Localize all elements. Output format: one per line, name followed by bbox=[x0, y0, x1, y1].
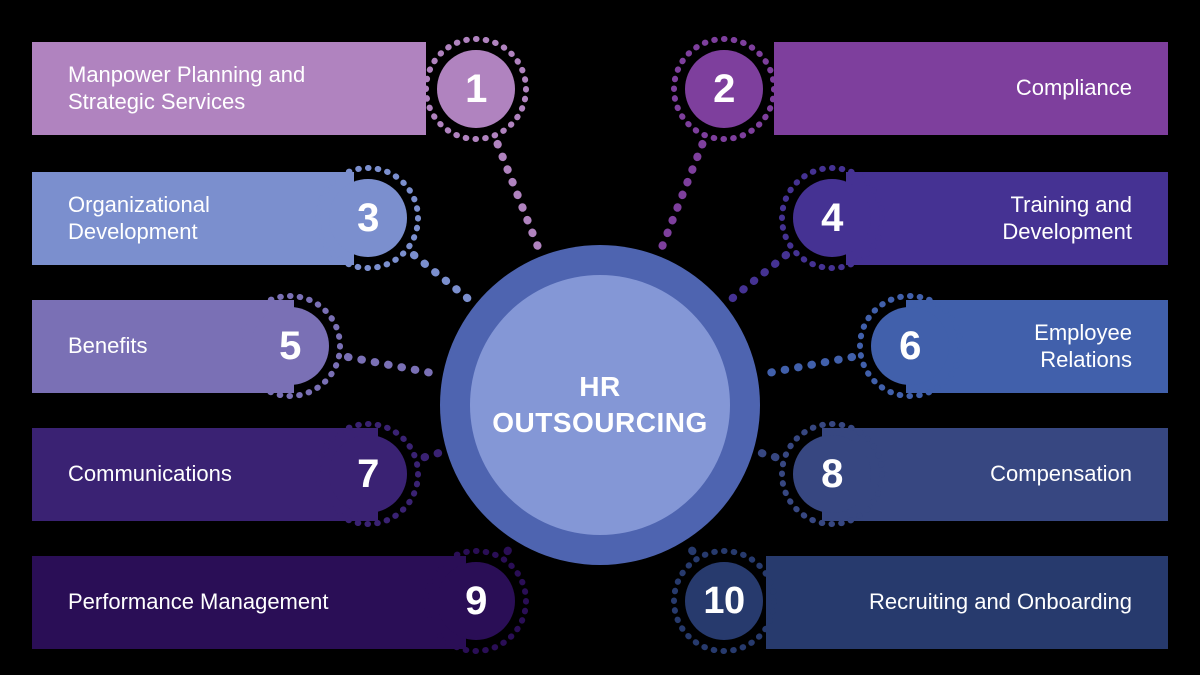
connector-line bbox=[493, 139, 545, 259]
service-number-node[interactable]: 2 bbox=[685, 50, 763, 128]
service-number: 5 bbox=[279, 324, 301, 368]
connector-line bbox=[722, 251, 791, 308]
connector-line bbox=[409, 251, 478, 308]
service-number: 3 bbox=[357, 196, 379, 240]
service-label: Manpower Planning and Strategic Services bbox=[68, 61, 306, 114]
service-number-node[interactable]: 8 bbox=[793, 435, 871, 513]
service-bar[interactable]: Training and Development bbox=[846, 172, 1168, 265]
service-label: Compliance bbox=[1015, 75, 1132, 101]
service-label: Organizational Development bbox=[68, 191, 210, 244]
service-number: 1 bbox=[465, 67, 487, 111]
service-number-node[interactable]: 1 bbox=[437, 50, 515, 128]
service-bar[interactable]: Compliance bbox=[774, 42, 1168, 135]
service-number: 8 bbox=[821, 452, 843, 496]
service-bar[interactable]: Manpower Planning and Strategic Services bbox=[32, 42, 426, 135]
service-number: 4 bbox=[821, 196, 843, 240]
service-number-node[interactable]: 7 bbox=[329, 435, 407, 513]
service-number-node[interactable]: 9 bbox=[437, 562, 515, 640]
service-bar[interactable]: Organizational Development bbox=[32, 172, 354, 265]
connector-line bbox=[655, 139, 707, 259]
service-number: 2 bbox=[713, 67, 735, 111]
center-title: HR OUTSOURCING bbox=[492, 370, 708, 438]
service-bar[interactable]: Performance Management bbox=[32, 556, 466, 649]
service-number: 9 bbox=[465, 579, 487, 623]
center-hub-inner: HR OUTSOURCING bbox=[470, 275, 730, 535]
service-label: Recruiting and Onboarding bbox=[869, 589, 1132, 615]
service-number-node[interactable]: 5 bbox=[251, 307, 329, 385]
service-label: Training and Development bbox=[1002, 191, 1132, 244]
service-label: Communications bbox=[68, 461, 232, 487]
service-number: 7 bbox=[357, 452, 379, 496]
connector-line bbox=[682, 537, 697, 556]
center-hub[interactable]: HR OUTSOURCING bbox=[440, 245, 760, 565]
service-number-node[interactable]: 6 bbox=[871, 307, 949, 385]
connector-line bbox=[420, 447, 449, 462]
service-label: Employee Relations bbox=[1034, 319, 1132, 372]
service-number-node[interactable]: 4 bbox=[793, 179, 871, 257]
service-number: 10 bbox=[703, 580, 745, 622]
service-number-node[interactable]: 3 bbox=[329, 179, 407, 257]
connector-line bbox=[755, 353, 857, 379]
service-label: Performance Management bbox=[68, 589, 329, 615]
service-number-node[interactable]: 10 bbox=[685, 562, 763, 640]
connector-line bbox=[343, 353, 445, 379]
service-label: Benefits bbox=[68, 333, 148, 359]
service-number: 6 bbox=[899, 324, 921, 368]
service-label: Compensation bbox=[990, 461, 1132, 487]
connector-line bbox=[503, 537, 518, 556]
connector-line bbox=[751, 447, 780, 462]
service-bar[interactable]: Recruiting and Onboarding bbox=[766, 556, 1168, 649]
